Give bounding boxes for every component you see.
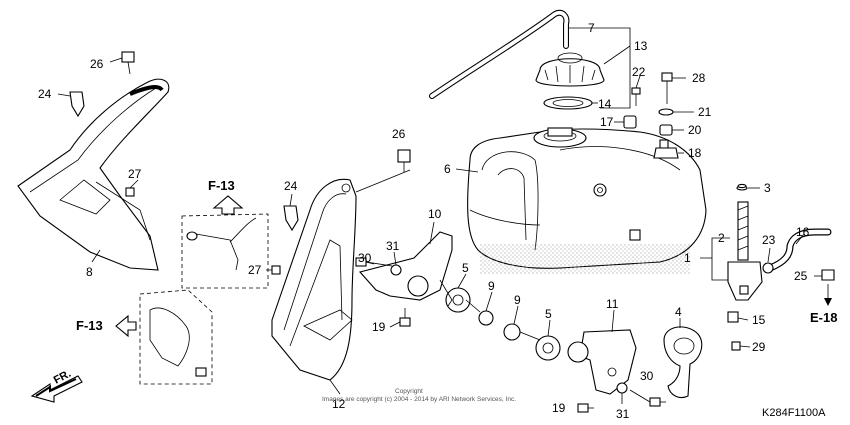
collar-17[interactable] <box>623 115 637 129</box>
callout-20: 20 <box>688 123 702 137</box>
callout-10: 10 <box>428 207 442 221</box>
tank-shadow <box>480 244 690 274</box>
callout-12: 12 <box>332 397 346 411</box>
callout-15: 15 <box>752 313 766 327</box>
ref-f13-upper[interactable]: F-13 <box>208 178 235 193</box>
callout-19a: 19 <box>372 320 386 334</box>
bracket-10[interactable] <box>358 231 453 307</box>
clip-24a[interactable] <box>69 91 85 118</box>
front-arrow-shade <box>35 378 77 397</box>
callout-27b: 27 <box>248 263 262 277</box>
detail-lower-part <box>149 307 190 367</box>
callout-30a: 30 <box>358 251 372 265</box>
clip-23[interactable] <box>762 262 774 274</box>
detail-upper-part <box>195 217 257 271</box>
fuel-tank[interactable] <box>467 127 707 269</box>
callout-26b: 26 <box>392 127 406 141</box>
callout-8: 8 <box>86 265 93 279</box>
f13-lower-arrow <box>115 314 137 338</box>
callout-18: 18 <box>688 146 702 160</box>
callout-13: 13 <box>634 39 648 53</box>
washer-21[interactable] <box>658 108 674 116</box>
washer-31b[interactable] <box>616 382 628 394</box>
rubber-cover-4[interactable] <box>663 326 703 399</box>
bolt-9a[interactable] <box>465 299 494 326</box>
shroud-12[interactable] <box>271 178 357 381</box>
callout-6: 6 <box>444 162 451 176</box>
ref-e18[interactable]: E-18 <box>810 310 837 325</box>
detail-box-lower <box>139 289 213 385</box>
copyright-line1: Copyright <box>395 388 423 395</box>
bolt-9b[interactable] <box>503 323 541 341</box>
callout-24a: 24 <box>38 87 52 101</box>
screw-27b[interactable] <box>271 265 281 275</box>
callout-4: 4 <box>675 305 682 319</box>
callout-28: 28 <box>692 71 706 85</box>
shroud-8[interactable] <box>17 78 170 271</box>
washer-31a[interactable] <box>390 264 402 276</box>
gasket-inner <box>552 99 584 107</box>
rubber-18[interactable] <box>653 147 679 159</box>
rubber-mount-5b[interactable] <box>535 335 561 361</box>
callout-1: 1 <box>684 251 691 265</box>
clamp-ring <box>567 341 589 363</box>
callout-24b: 24 <box>284 179 298 193</box>
copyright-line2: Images are copyright (c) 2004 - 2014 by … <box>322 396 516 403</box>
callout-21: 21 <box>698 105 712 119</box>
bolt-30b[interactable] <box>629 389 661 407</box>
fuel-cap-gasket[interactable] <box>543 96 593 110</box>
callout-7: 7 <box>588 21 595 35</box>
callout-5b: 5 <box>545 307 552 321</box>
diagram-code: K284F1100A <box>762 407 826 419</box>
bolt-15[interactable] <box>727 311 739 323</box>
callout-5a: 5 <box>462 261 469 275</box>
callout-9b: 9 <box>514 293 521 307</box>
leader-lines <box>57 27 822 409</box>
fuel-hose-inner <box>767 229 831 271</box>
e18-arrow-head <box>824 298 832 306</box>
callout-27a: 27 <box>128 167 142 181</box>
detail-upper-screw <box>186 231 198 241</box>
bolt-28[interactable] <box>661 72 673 104</box>
ref-f13-lower[interactable]: F-13 <box>76 318 103 333</box>
f13-upper-arrow <box>212 195 244 215</box>
callout-25: 25 <box>794 269 808 283</box>
callout-11: 11 <box>606 297 619 311</box>
callout-29: 29 <box>752 340 766 354</box>
detail-lower-screw <box>195 367 207 377</box>
callout-14: 14 <box>598 97 612 111</box>
fuel-valve[interactable] <box>727 185 763 301</box>
callout-26a: 26 <box>90 57 104 71</box>
callout-16: 16 <box>796 225 810 239</box>
callout-3: 3 <box>764 181 771 195</box>
bracket-11[interactable] <box>579 329 637 395</box>
bolt-19b[interactable] <box>577 403 589 413</box>
clip-24b[interactable] <box>283 205 299 232</box>
callout-19b: 19 <box>552 401 566 415</box>
callout-17: 17 <box>600 115 614 129</box>
bolt-29[interactable] <box>731 341 741 351</box>
ring-3[interactable] <box>737 183 747 189</box>
fuel-cap[interactable] <box>535 52 605 87</box>
callout-23: 23 <box>762 233 776 247</box>
bolt-22[interactable] <box>631 87 641 106</box>
callout-31b: 31 <box>616 407 630 421</box>
callout-22: 22 <box>632 65 646 79</box>
bolt-26a[interactable] <box>121 51 135 75</box>
screw-27a[interactable] <box>125 187 135 197</box>
bolt-26b[interactable] <box>397 149 411 172</box>
callout-2: 2 <box>718 231 725 245</box>
callout-31a: 31 <box>386 239 400 253</box>
callout-30b: 30 <box>640 369 654 383</box>
collar-20[interactable] <box>659 124 673 136</box>
clip-25[interactable] <box>821 269 835 281</box>
callout-9a: 9 <box>488 279 495 293</box>
detail-box-upper <box>181 213 269 289</box>
bolt-19a[interactable] <box>399 308 411 327</box>
breather-tube-inner <box>430 10 569 98</box>
